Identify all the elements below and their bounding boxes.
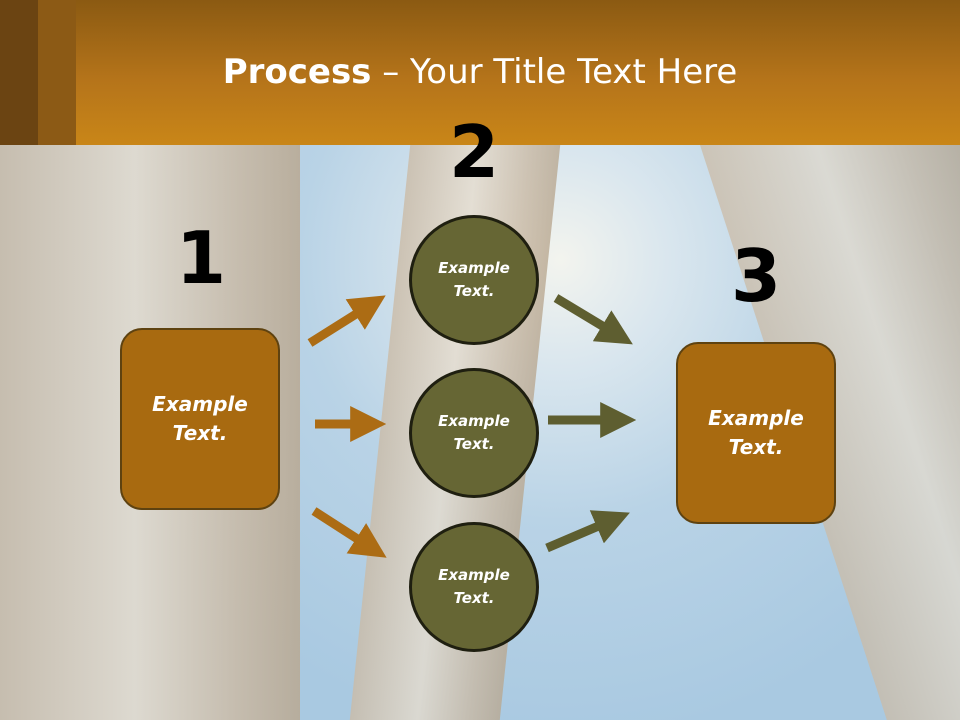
header-accent-medium: [38, 0, 76, 145]
step2-circle-middle[interactable]: Example Text.: [409, 368, 539, 498]
step-number-3: 3: [731, 234, 782, 318]
step2-circle-top-label: Example Text.: [438, 259, 510, 300]
step1-box-label: Example Text.: [152, 392, 248, 445]
step2-circle-top[interactable]: Example Text.: [409, 215, 539, 345]
step-number-1: 1: [176, 216, 227, 300]
title-rest-part: – Your Title Text Here: [371, 52, 738, 92]
arrow-step1-to-top: [307, 295, 386, 347]
step3-box[interactable]: Example Text.: [676, 342, 836, 524]
header-accent-dark: [0, 0, 38, 145]
step3-box-label: Example Text.: [708, 406, 804, 459]
slide-title[interactable]: Process – Your Title Text Here: [0, 52, 960, 92]
arrow-step1-to-bottom: [311, 507, 387, 558]
header-band: [0, 0, 960, 145]
step1-box[interactable]: Example Text.: [120, 328, 280, 510]
title-bold-part: Process: [222, 52, 372, 92]
step2-circle-bottom[interactable]: Example Text.: [409, 522, 539, 652]
step2-circle-bottom-label: Example Text.: [438, 566, 510, 607]
step2-circle-middle-label: Example Text.: [438, 412, 510, 453]
step-number-2: 2: [449, 110, 500, 194]
arrow-bottom-to-step3: [545, 510, 630, 553]
arrow-top-to-step3: [553, 294, 633, 345]
